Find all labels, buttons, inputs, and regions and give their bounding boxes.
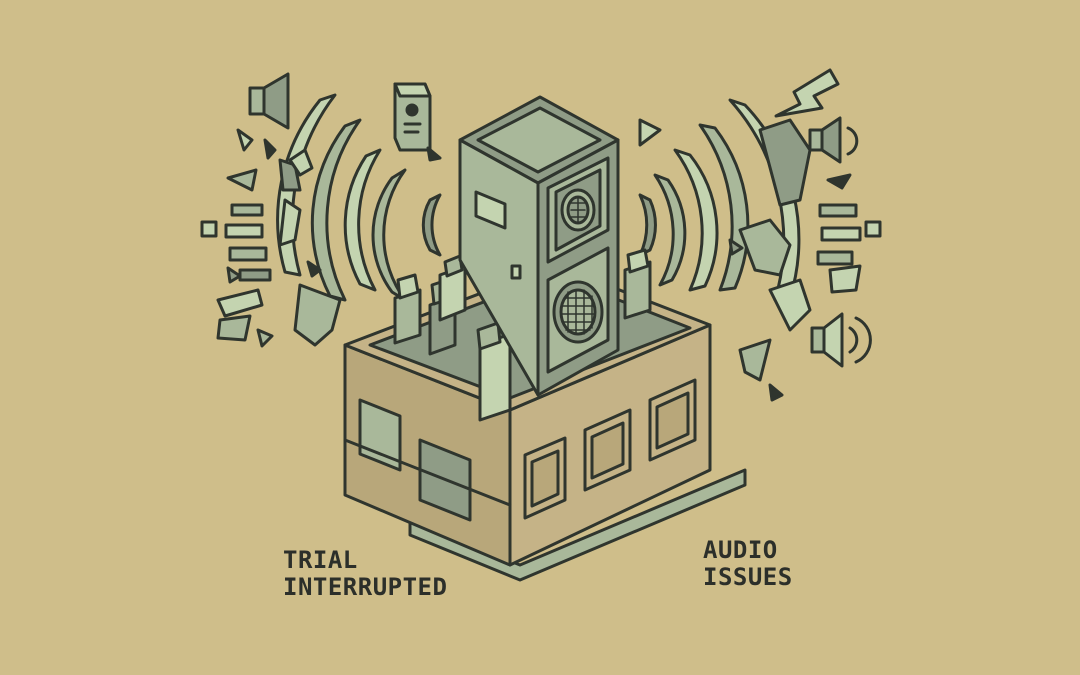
right-speaker-icon-bottom — [810, 312, 872, 368]
right-sound-waves — [638, 98, 882, 332]
caption-right-line2: ISSUES — [703, 563, 793, 591]
caption-left-line1: TRIAL — [283, 546, 358, 574]
id-badge-icon — [393, 82, 442, 162]
caption-left-line2: INTERRUPTED — [283, 573, 448, 601]
right-speaker-icon-top — [808, 116, 859, 164]
juror-figures — [393, 248, 652, 422]
speaker-tower — [458, 95, 620, 397]
left-debris — [200, 128, 322, 348]
caption-audio-issues: AUDIO ISSUES — [703, 537, 793, 591]
lightning-bolt-icon — [774, 68, 840, 118]
caption-right-line1: AUDIO — [703, 536, 778, 564]
left-sound-waves — [216, 93, 442, 347]
left-speaker-icon — [248, 72, 290, 130]
right-debris — [638, 118, 852, 402]
caption-trial-interrupted: TRIAL INTERRUPTED — [283, 547, 447, 601]
